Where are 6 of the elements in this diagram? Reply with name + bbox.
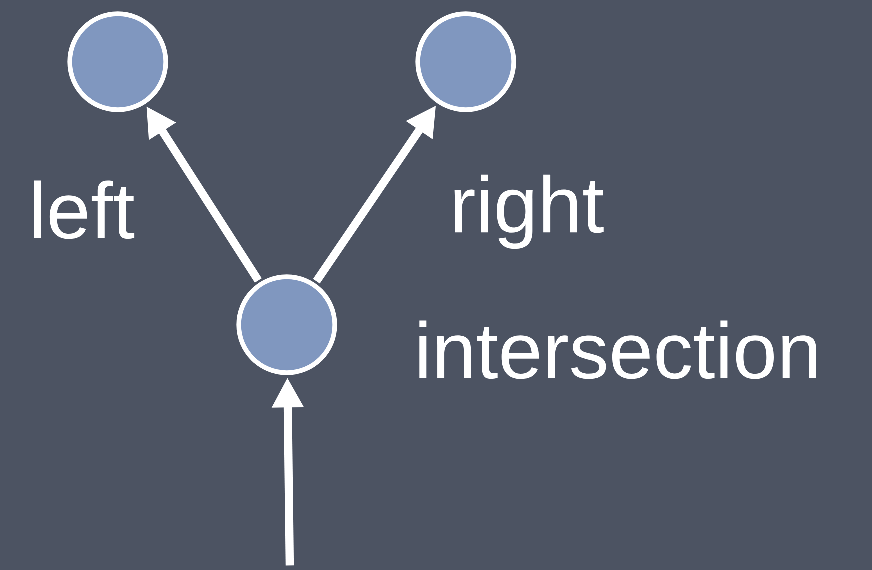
circle-node xyxy=(68,12,168,112)
node-label: intersection xyxy=(420,320,816,380)
circle-node xyxy=(416,12,516,112)
edge-label: left xyxy=(34,180,135,240)
circle-node xyxy=(236,274,338,376)
edge-label: right xyxy=(454,174,604,250)
